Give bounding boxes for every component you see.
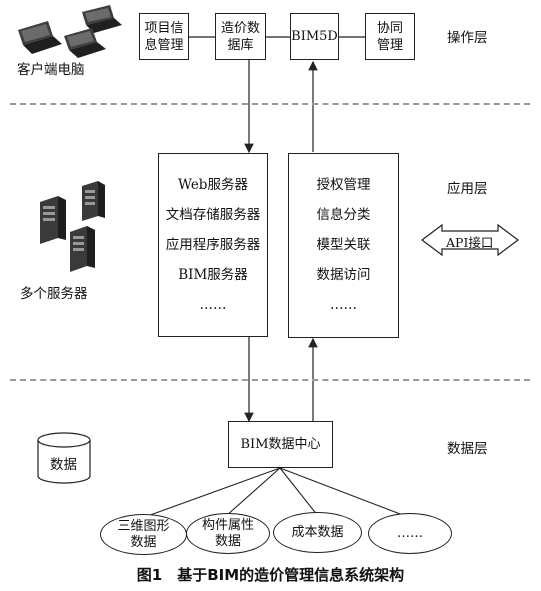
bim5d-box: BIM5D <box>290 13 339 60</box>
data-center-label: BIM数据中心 <box>240 437 321 452</box>
database-icon <box>37 432 91 484</box>
server-item: …… <box>199 297 227 313</box>
servers-label: 多个服务器 <box>20 286 88 302</box>
function-item: 数据访问 <box>316 267 371 283</box>
server-list: Web服务器 文档存储服务器 应用程序服务器 BIM服务器 …… <box>159 170 267 320</box>
function-box: 授权管理 信息分类 模型关联 数据访问 …… <box>288 153 399 338</box>
fan-line-1 <box>141 467 281 519</box>
figure-caption: 图1 基于BIM的造价管理信息系统架构 <box>136 566 405 584</box>
layer-divider <box>10 379 530 381</box>
api-arrow-shape <box>421 223 519 257</box>
data-item-ellipse: 构件属性 数据 <box>186 513 270 554</box>
function-item: 信息分类 <box>316 207 371 223</box>
data-item-ellipse: …… <box>368 513 452 554</box>
function-item: …… <box>330 297 357 313</box>
server-icon <box>70 226 95 272</box>
data-center-box: BIM数据中心 <box>228 421 333 468</box>
fan-line-3 <box>279 467 319 517</box>
server-item: Web服务器 <box>178 177 248 193</box>
data-item-label: …… <box>397 525 423 541</box>
cost-database-box: 造价数 据库 <box>215 13 266 60</box>
function-item: 模型关联 <box>316 237 371 253</box>
data-item-label: 成本数据 <box>291 524 344 540</box>
cost-database-label: 造价数 据库 <box>220 20 260 53</box>
bim5d-label: BIM5D <box>291 29 338 44</box>
fan-line-2 <box>225 467 281 517</box>
server-icon <box>82 181 105 221</box>
laptop-icon <box>82 5 122 33</box>
server-icon <box>40 196 66 244</box>
data-item-label: 三维图形 数据 <box>117 518 170 550</box>
laptop-icon <box>18 21 62 54</box>
api-label: API接口 <box>446 235 494 250</box>
application-layer-label: 应用层 <box>447 181 488 197</box>
collab-box: 协同 管理 <box>365 13 415 60</box>
laptop-icon <box>64 28 106 58</box>
fan-line-4 <box>279 467 409 518</box>
function-item: 授权管理 <box>316 177 371 193</box>
server-item: 应用程序服务器 <box>165 237 261 253</box>
data-item-ellipse: 成本数据 <box>273 512 362 553</box>
function-list: 授权管理 信息分类 模型关联 数据访问 …… <box>289 170 398 320</box>
data-item-ellipse: 三维图形 数据 <box>100 514 187 555</box>
client-label: 客户端电脑 <box>17 62 85 78</box>
data-label: 数据 <box>50 457 77 473</box>
project-info-box: 项目信 息管理 <box>139 13 189 60</box>
data-layer-label: 数据层 <box>447 441 488 457</box>
operation-layer-label: 操作层 <box>447 30 488 46</box>
data-item-label: 构件属性 数据 <box>201 517 254 549</box>
server-item: BIM服务器 <box>178 267 248 283</box>
layer-divider <box>10 103 530 105</box>
server-box: Web服务器 文档存储服务器 应用程序服务器 BIM服务器 …… <box>158 153 268 337</box>
project-info-label: 项目信 息管理 <box>144 20 184 53</box>
server-item: 文档存储服务器 <box>165 207 261 223</box>
collab-label: 协同 管理 <box>376 20 403 53</box>
